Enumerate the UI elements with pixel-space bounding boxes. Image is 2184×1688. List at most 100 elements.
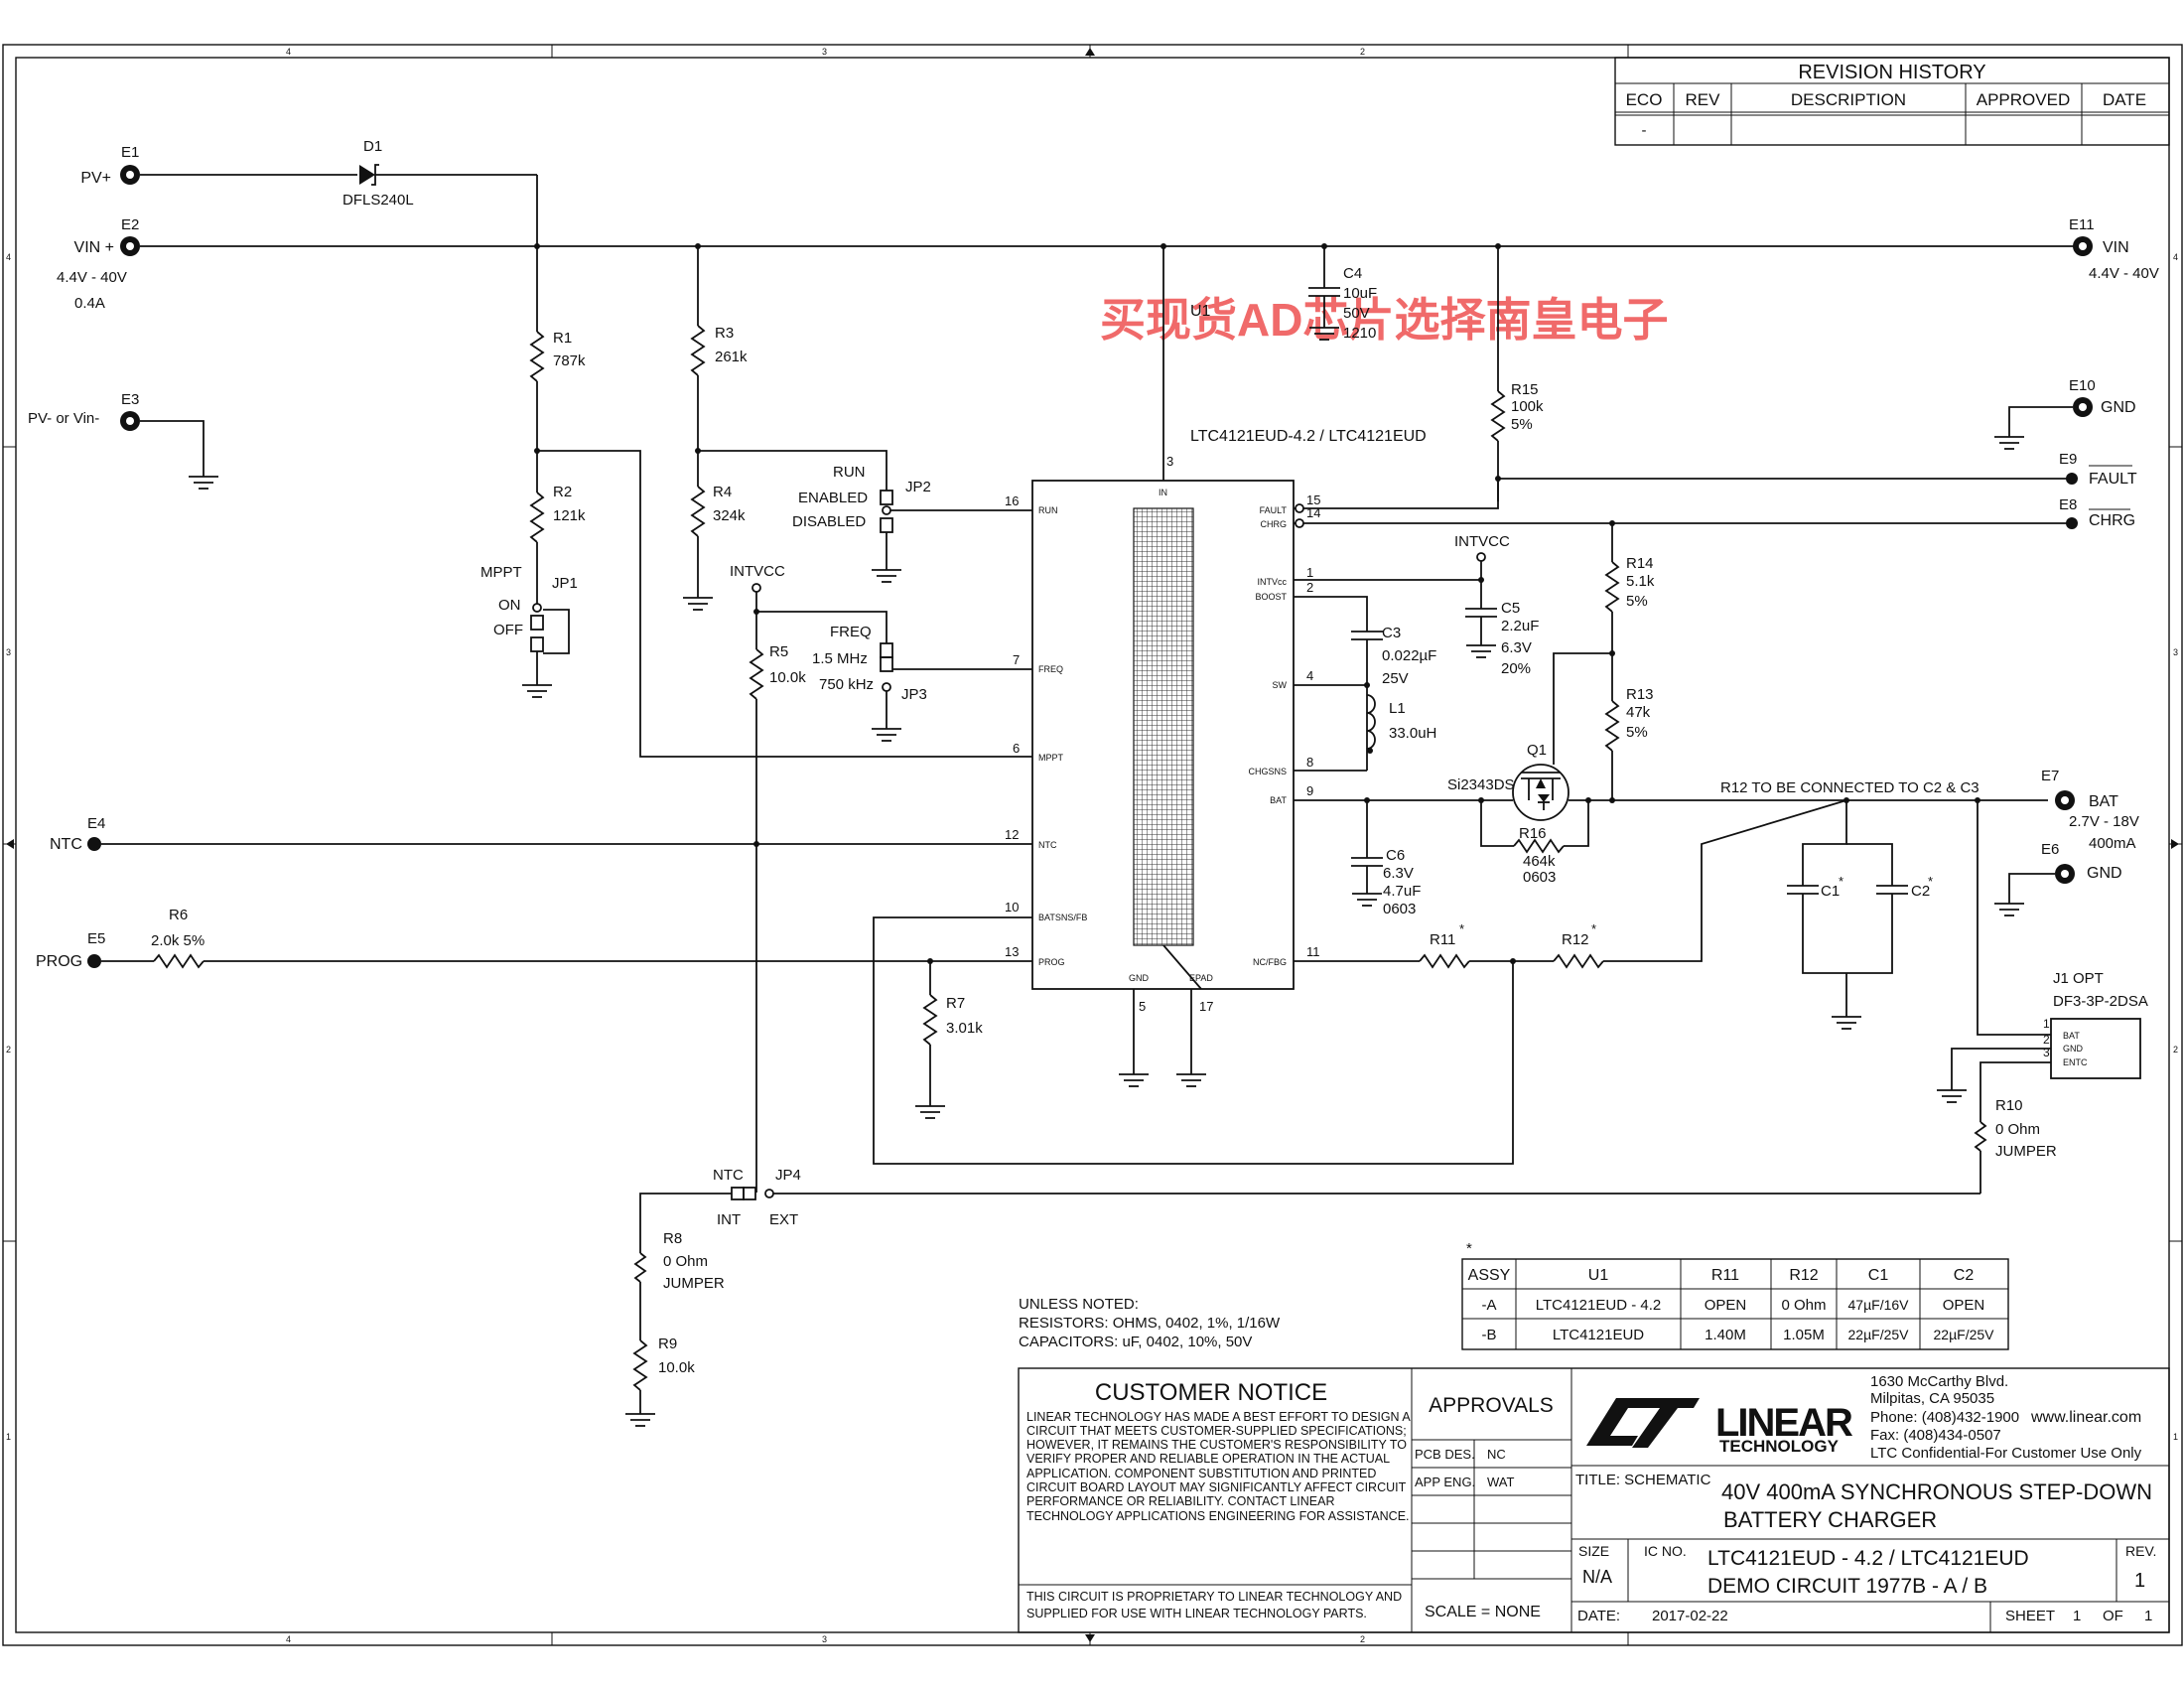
jp1-jumper[interactable]: MPPT JP1 ON OFF (480, 564, 578, 685)
ground-symbol-icon (1466, 644, 1496, 658)
c1-ref: C1 (1821, 883, 1840, 900)
app-eng-value: WAT (1487, 1475, 1514, 1489)
q1-part: Si2343DS (1447, 776, 1515, 793)
pin-number: 10 (1005, 900, 1019, 914)
jp3-off-label: 750 kHz (819, 676, 874, 693)
sheet-label: SHEET (2005, 1608, 2055, 1624)
r5-value: 10.0k (769, 669, 806, 686)
date-label: DATE: (1577, 1608, 1620, 1624)
jp3-on-label: 1.5 MHz (812, 650, 868, 667)
r11-resistor-icon (1419, 953, 1470, 969)
jp4-ext-label: EXT (769, 1211, 798, 1228)
u1-ref: U1 (1190, 303, 1211, 320)
ground-symbol-icon (1119, 1073, 1149, 1087)
e9-label: FAULT (2089, 471, 2137, 488)
jp3-jumper[interactable]: FREQ 1.5 MHz 750 kHz JP3 (812, 624, 927, 703)
l1-ref: L1 (1389, 700, 1406, 717)
c6-pkg: 0603 (1383, 901, 1416, 917)
jp1-on-label: ON (498, 597, 521, 614)
r8-value: 0 Ohm (663, 1253, 708, 1270)
r2-value: 121k (553, 507, 586, 524)
e5-terminal-icon (87, 954, 101, 968)
ground-symbol-icon (1352, 893, 1382, 907)
r4-ref: R4 (713, 484, 732, 500)
assy-cell: OPEN (1705, 1297, 1747, 1314)
e6-label: GND (2087, 865, 2122, 882)
pin-gnd-label: GND (1129, 973, 1150, 983)
assy-cell: LTC4121EUD (1553, 1327, 1644, 1343)
pin-sw-label: SW (1273, 680, 1288, 690)
assy-cell: -A (1482, 1297, 1497, 1314)
r10-note: JUMPER (1995, 1143, 2057, 1160)
e11-ref: E11 (2069, 216, 2095, 233)
pin-ncfbg-label: NC/FBG (1253, 957, 1287, 967)
assy-cell: 47µF/16V (1848, 1297, 1910, 1313)
logo-subtext: TECHNOLOGY (1719, 1437, 1840, 1456)
ic-no-label: IC NO. (1644, 1543, 1687, 1559)
r14-value: 5.1k (1626, 573, 1655, 590)
r5-resistor-icon (749, 648, 764, 700)
e4-label: NTC (50, 836, 82, 853)
pin-in-label: IN (1159, 488, 1167, 497)
r9-ref: R9 (658, 1336, 677, 1352)
r1-value: 787k (553, 352, 586, 369)
pin-ntc-label: NTC (1038, 840, 1057, 850)
size-value: N/A (1582, 1567, 1612, 1587)
r1-resistor-icon (529, 331, 545, 382)
c4-volt: 50V (1343, 305, 1370, 322)
notice-line: APPLICATION. COMPONENT SUBSTITUTION AND … (1026, 1467, 1376, 1480)
pin-number: 2 (1306, 580, 1313, 595)
pin-chgsns-label: CHGSNS (1248, 767, 1287, 776)
zone-label: 4 (286, 47, 291, 57)
assy-header: R12 (1789, 1267, 1818, 1284)
notice-line: CIRCUIT BOARD LAYOUT MAY SIGNIFICANTLY A… (1026, 1480, 1407, 1494)
notes-capacitors: CAPACITORS: uF, 0402, 10%, 50V (1019, 1334, 1252, 1350)
r16-ref: R16 (1519, 825, 1547, 842)
pin-number: 8 (1306, 755, 1313, 770)
pin-number: 7 (1013, 652, 1020, 667)
proprietary-line: SUPPLIED FOR USE WITH LINEAR TECHNOLOGY … (1026, 1607, 1367, 1620)
r12-ref: R12 (1562, 931, 1589, 948)
r16-resistor-icon (1513, 838, 1565, 854)
rev-cell-eco: - (1642, 122, 1647, 139)
r13-resistor-icon (1604, 700, 1620, 752)
ic-no-line2: DEMO CIRCUIT 1977B - A / B (1707, 1575, 1987, 1598)
of-value: 1 (2144, 1608, 2152, 1624)
pin-freq-label: FREQ (1038, 664, 1063, 674)
jp2-jumper[interactable]: RUN ENABLED DISABLED JP2 (792, 464, 931, 533)
ground-symbol-icon (872, 728, 901, 742)
output-section: C4 10uF 50V 1210 E11 VIN 4.4V - 40V R15 … (1294, 216, 2159, 1194)
pcb-des-label: PCB DES. (1415, 1447, 1475, 1462)
general-notes: UNLESS NOTED: RESISTORS: OHMS, 0402, 1%,… (1019, 1296, 1281, 1350)
r12-mark: * (1591, 921, 1596, 936)
r9-value: 10.0k (658, 1359, 695, 1376)
e8-terminal-icon (2066, 517, 2078, 529)
drawing-title-line2: BATTERY CHARGER (1723, 1507, 1937, 1532)
j1-pin-label: BAT (2063, 1031, 2080, 1041)
scale-text: SCALE = NONE (1425, 1604, 1541, 1620)
assy-cell: 22µF/25V (1848, 1327, 1910, 1342)
c4-value: 10uF (1343, 285, 1377, 302)
notice-line: CIRCUIT THAT MEETS CUSTOMER-SUPPLIED SPE… (1026, 1424, 1407, 1438)
revision-history-table: REVISION HISTORY ECO REV DESCRIPTION APP… (1614, 57, 2170, 146)
c3-ref: C3 (1382, 625, 1401, 641)
c4-ref: C4 (1343, 265, 1362, 282)
assy-cell: 1.40M (1705, 1327, 1746, 1343)
l1-inductor-icon (1366, 694, 1376, 750)
e11-label: VIN (2103, 239, 2129, 256)
jp4-jumper[interactable]: NTC JP4 INT EXT (713, 1167, 801, 1228)
j1-part: DF3-3P-2DSA (2053, 993, 2148, 1010)
jp1-title: MPPT (480, 564, 522, 581)
e1-ref: E1 (121, 144, 139, 161)
jp4-int-label: INT (717, 1211, 741, 1228)
e6-ref: E6 (2041, 841, 2059, 858)
r12-connection-note: R12 TO BE CONNECTED TO C2 & C3 (1720, 779, 1979, 796)
assy-cell: 1.05M (1783, 1327, 1825, 1343)
ground-symbol-icon (915, 1105, 945, 1119)
e9-terminal-icon (2066, 473, 2078, 485)
pin-mppt-label: MPPT (1038, 753, 1064, 763)
e3-ref: E3 (121, 391, 139, 408)
center-mark-icon (2171, 839, 2179, 849)
pin-number: 12 (1005, 827, 1019, 842)
